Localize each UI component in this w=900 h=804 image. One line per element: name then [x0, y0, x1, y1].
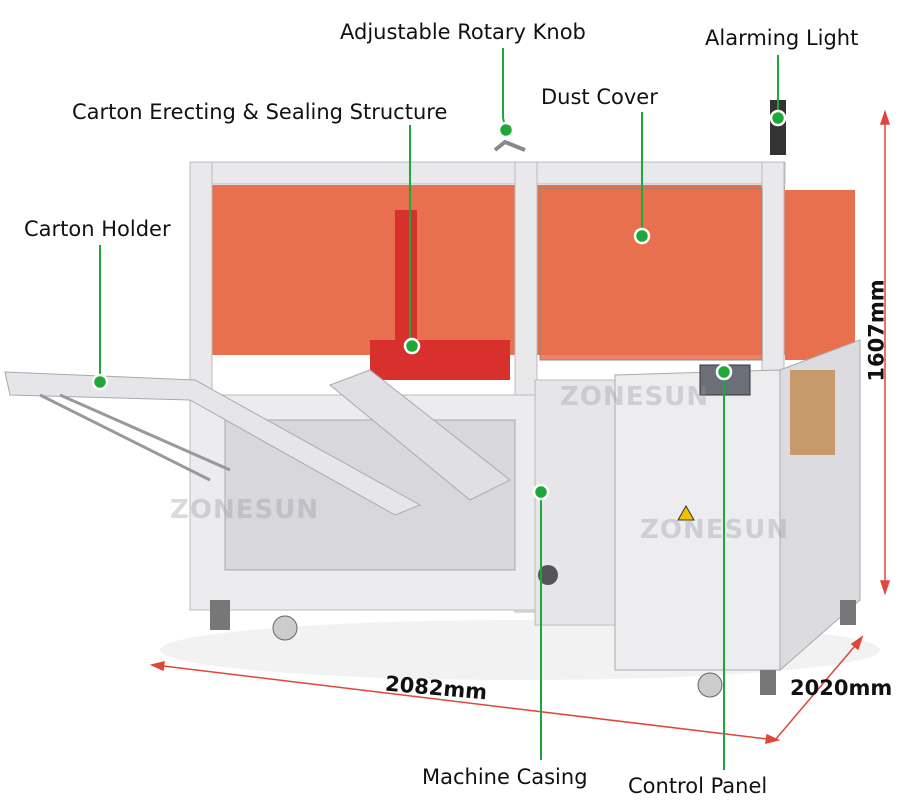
sealing-structure: [370, 340, 510, 380]
callout-dot-casing: [532, 483, 550, 501]
label-machine-casing: Machine Casing: [422, 765, 588, 789]
label-dust-cover: Dust Cover: [541, 85, 658, 109]
callout-dot-light: [769, 109, 787, 127]
callout-dot-structure: [403, 337, 421, 355]
callout-dot-dust: [633, 227, 651, 245]
callout-dot-panel: [715, 363, 733, 381]
dimension-width: 2020mm: [790, 676, 893, 700]
label-adjustable-rotary-knob: Adjustable Rotary Knob: [340, 20, 586, 44]
watermark: ZONESUN: [640, 515, 790, 545]
carton-holder: [4, 371, 422, 516]
label-carton-holder: Carton Holder: [24, 217, 171, 241]
dimension-lines: [149, 109, 891, 744]
callout-dot-holder: [91, 373, 109, 391]
dimension-height: 1607mm: [864, 279, 889, 382]
callout-lines: [99, 48, 779, 770]
label-control-panel: Control Panel: [628, 774, 768, 798]
dust-cover: [539, 187, 763, 361]
callout-dot-knob: [497, 121, 515, 139]
label-carton-erecting-sealing-structure: Carton Erecting & Sealing Structure: [72, 100, 448, 124]
watermark: ZONESUN: [170, 495, 320, 525]
label-alarming-light: Alarming Light: [705, 26, 859, 50]
watermark: ZONESUN: [560, 382, 710, 412]
